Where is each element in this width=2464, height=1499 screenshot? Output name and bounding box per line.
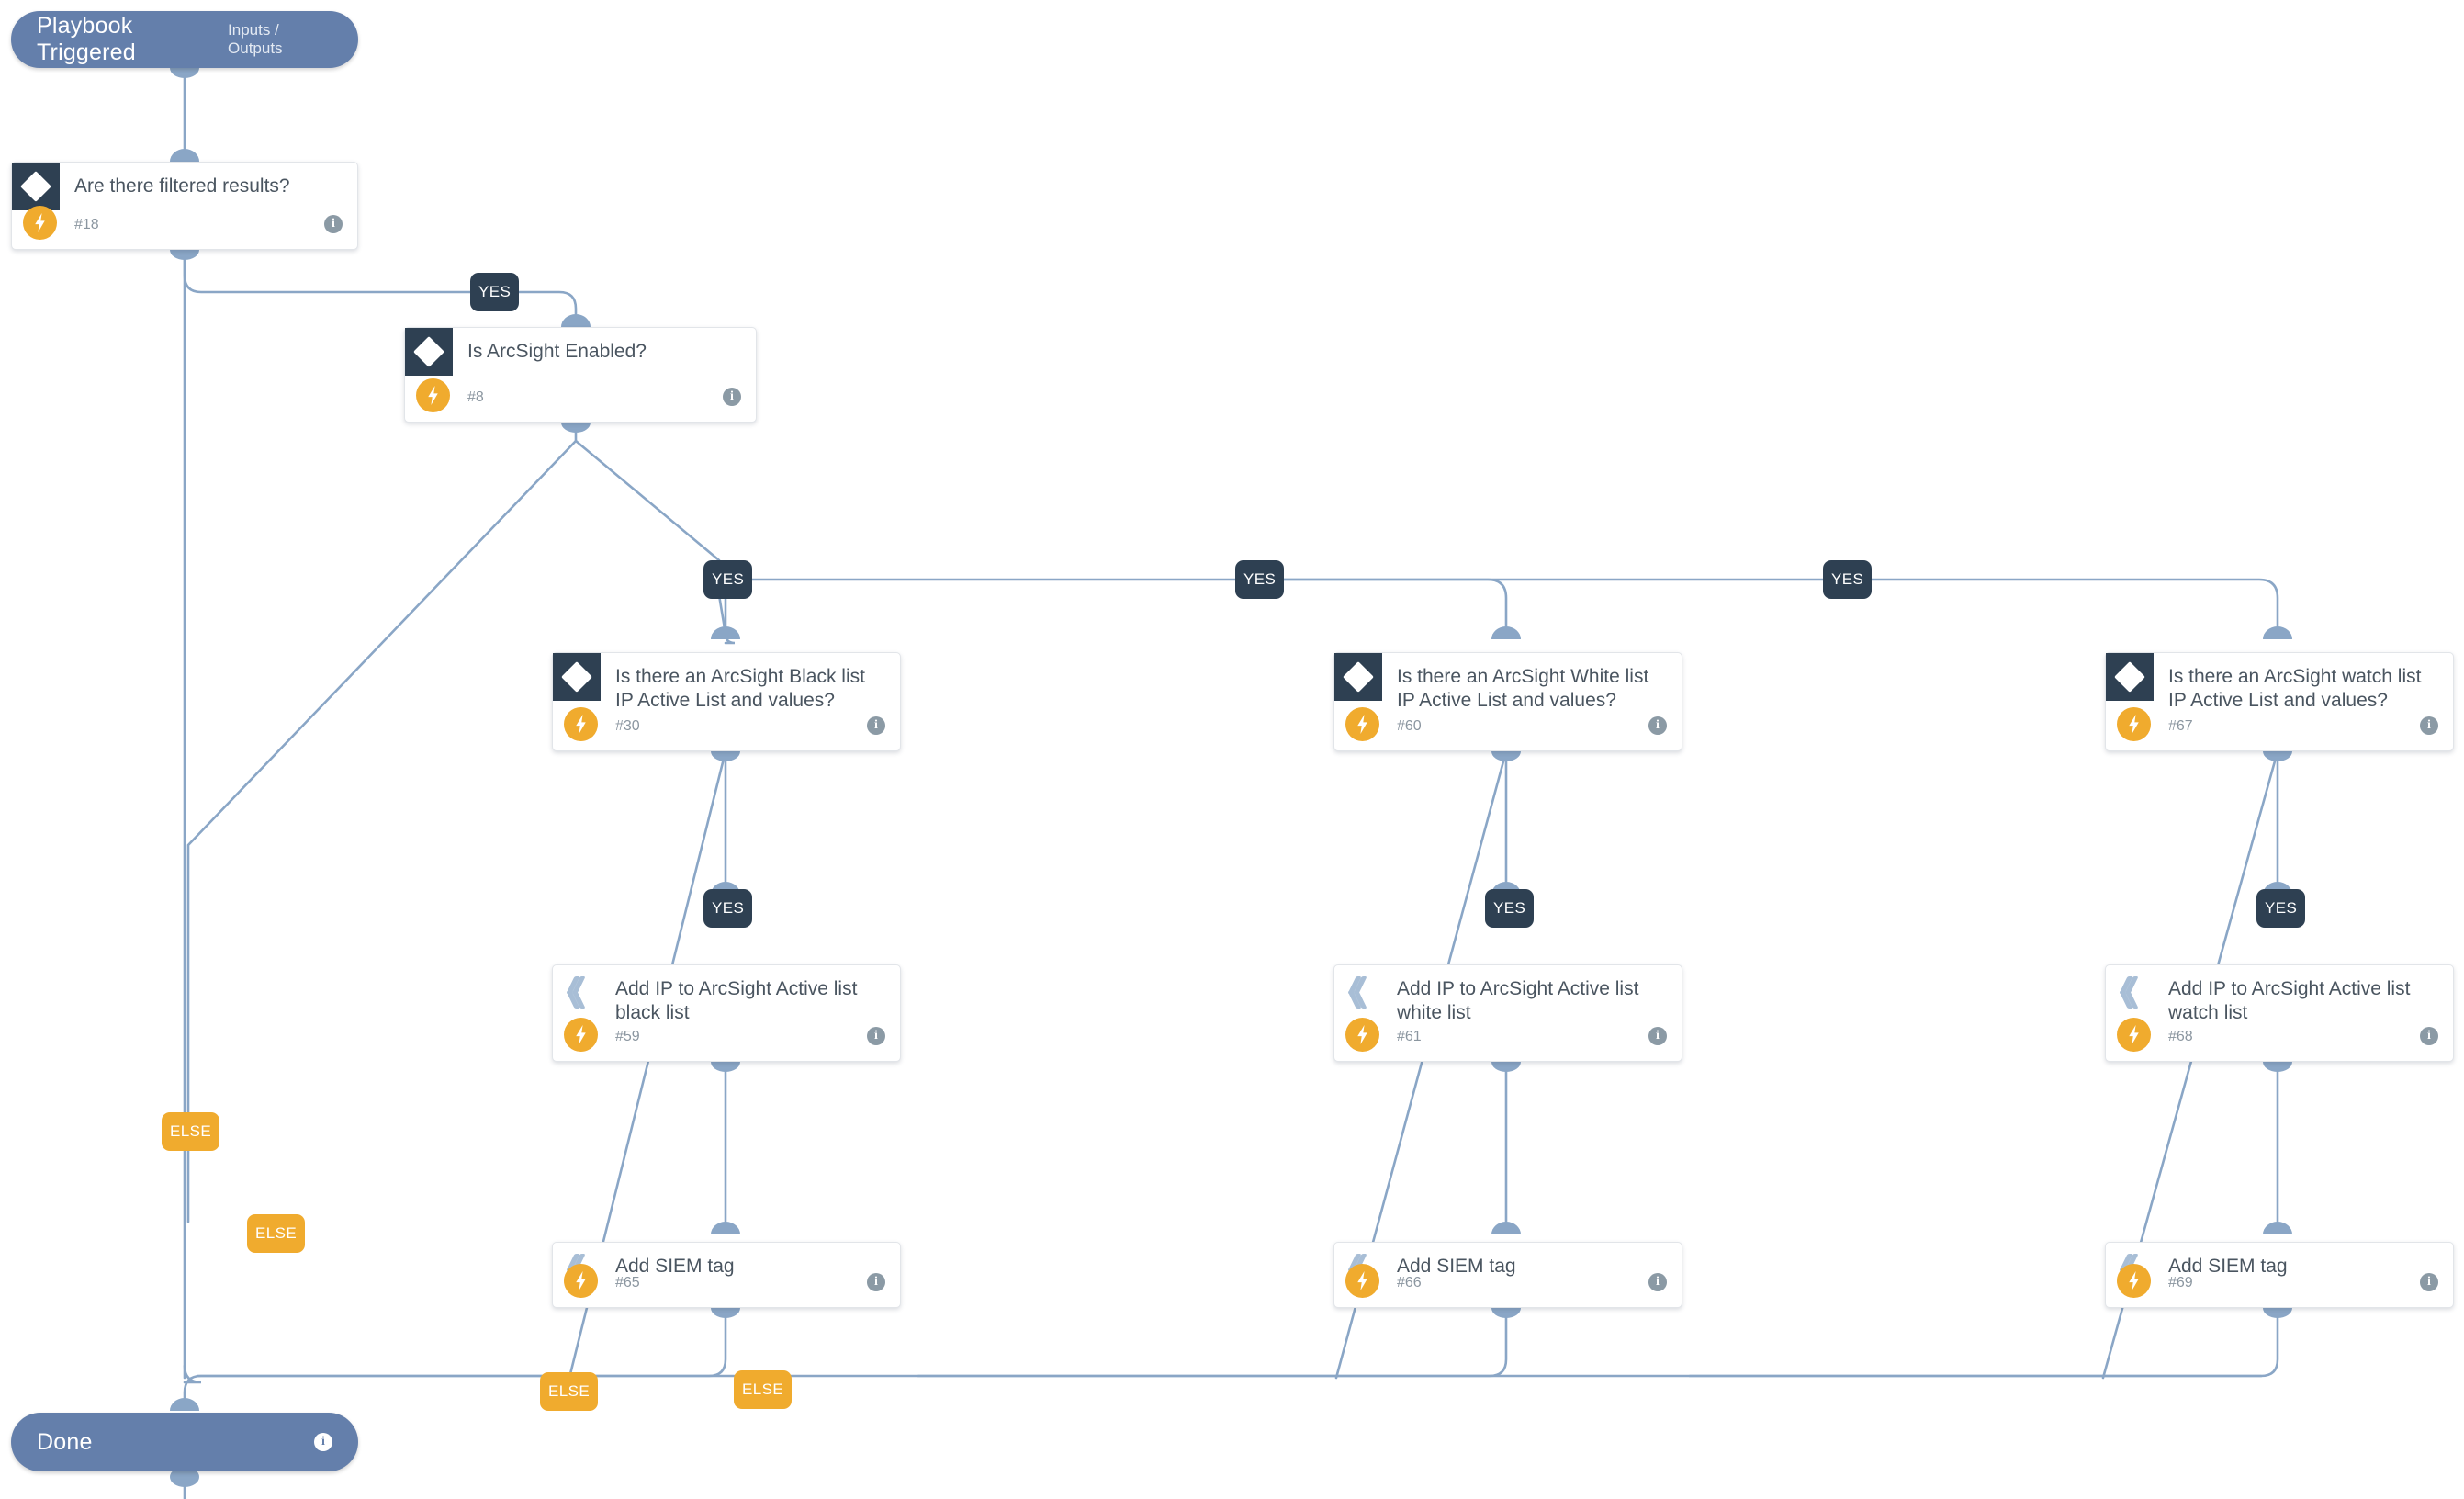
node-number: #68 [2168, 1029, 2193, 1044]
branch-label-yes-67[interactable]: YES [2256, 889, 2306, 928]
node-add-siem-tag-white[interactable]: Add SIEM tag #66 i [1333, 1242, 1682, 1308]
info-icon[interactable]: i [723, 388, 741, 406]
branch-label-yes-8-watch[interactable]: YES [1823, 560, 1873, 599]
node-arcsight-black-list-check[interactable]: Is there an ArcSight Black list IP Activ… [552, 652, 901, 751]
node-number: #69 [2168, 1275, 2193, 1290]
node-number: #59 [615, 1029, 640, 1044]
info-icon[interactable]: i [867, 716, 885, 735]
chevron-right-icon [1334, 965, 1382, 1013]
automation-bolt-icon [1345, 1264, 1379, 1298]
node-arcsight-white-list-check[interactable]: Is there an ArcSight White list IP Activ… [1333, 652, 1682, 751]
inputs-outputs-link[interactable]: Inputs / Outputs [228, 21, 283, 57]
branch-label-else-8[interactable]: ELSE [247, 1214, 306, 1253]
node-title: Are there filtered results? [74, 175, 290, 197]
node-title: Is there an ArcSight watch list IP Activ… [2168, 666, 2422, 711]
diamond-icon [553, 653, 601, 701]
info-icon[interactable]: i [1648, 1027, 1667, 1045]
branch-label-yes-8[interactable]: YES [703, 560, 753, 599]
info-icon[interactable]: i [1648, 716, 1667, 735]
node-number: #61 [1397, 1029, 1422, 1044]
node-title: Is there an ArcSight White list IP Activ… [1397, 666, 1649, 711]
node-playbook-triggered[interactable]: Playbook Triggered Inputs / Outputs [11, 11, 358, 68]
playbook-triggered-label: Playbook Triggered [37, 13, 136, 65]
automation-bolt-icon [23, 206, 57, 240]
info-icon[interactable]: i [867, 1273, 885, 1291]
info-icon[interactable]: i [324, 215, 343, 233]
node-number: #18 [74, 217, 99, 232]
automation-bolt-icon [1345, 1018, 1379, 1052]
branch-label-else-30[interactable]: ELSE [540, 1372, 599, 1411]
diamond-icon [1334, 653, 1382, 701]
branch-label-else-18[interactable]: ELSE [162, 1112, 220, 1151]
node-title: Add IP to ArcSight Active list watch lis… [2168, 978, 2411, 1023]
branch-label-else-60[interactable]: ELSE [734, 1370, 793, 1409]
node-number: #67 [2168, 718, 2193, 734]
node-number: #60 [1397, 718, 1422, 734]
node-title: Add SIEM tag [615, 1256, 735, 1277]
done-label: Done [37, 1428, 93, 1455]
diamond-icon [405, 328, 453, 376]
info-icon[interactable]: i [867, 1027, 885, 1045]
node-number: #65 [615, 1275, 640, 1290]
node-add-ip-white-list[interactable]: Add IP to ArcSight Active list white lis… [1333, 964, 1682, 1062]
info-icon[interactable]: i [2420, 716, 2438, 735]
node-add-siem-tag-watch[interactable]: Add SIEM tag #69 i [2105, 1242, 2454, 1308]
automation-bolt-icon [1345, 707, 1379, 741]
branch-label-yes-8-white[interactable]: YES [1235, 560, 1285, 599]
info-icon[interactable]: i [2420, 1273, 2438, 1291]
automation-bolt-icon [2117, 1018, 2151, 1052]
chevron-right-icon [553, 965, 601, 1013]
automation-bolt-icon [564, 1264, 598, 1298]
node-title: Add IP to ArcSight Active list white lis… [1397, 978, 1639, 1023]
info-icon[interactable]: i [2420, 1027, 2438, 1045]
node-title: Add IP to ArcSight Active list black lis… [615, 978, 858, 1023]
node-number: #8 [467, 389, 484, 405]
automation-bolt-icon [564, 1018, 598, 1052]
node-title: Add SIEM tag [2168, 1256, 2288, 1277]
node-add-ip-watch-list[interactable]: Add IP to ArcSight Active list watch lis… [2105, 964, 2454, 1062]
info-icon[interactable]: i [1648, 1273, 1667, 1291]
branch-label-yes-60[interactable]: YES [1485, 889, 1535, 928]
automation-bolt-icon [2117, 707, 2151, 741]
automation-bolt-icon [2117, 1264, 2151, 1298]
node-title: Add SIEM tag [1397, 1256, 1516, 1277]
chevron-right-icon [2106, 965, 2154, 1013]
branch-label-yes-30[interactable]: YES [703, 889, 753, 928]
diamond-icon [2106, 653, 2154, 701]
info-icon[interactable]: i [314, 1433, 332, 1451]
branch-label-yes-18[interactable]: YES [470, 273, 520, 311]
node-add-siem-tag-black[interactable]: Add SIEM tag #65 i [552, 1242, 901, 1308]
node-is-arcsight-enabled[interactable]: Is ArcSight Enabled? #8 i [404, 327, 757, 423]
node-number: #66 [1397, 1275, 1422, 1290]
diamond-icon [12, 163, 60, 210]
node-add-ip-black-list[interactable]: Add IP to ArcSight Active list black lis… [552, 964, 901, 1062]
node-number: #30 [615, 718, 640, 734]
node-title: Is there an ArcSight Black list IP Activ… [615, 666, 865, 711]
node-title: Is ArcSight Enabled? [467, 341, 647, 362]
automation-bolt-icon [564, 707, 598, 741]
node-are-there-filtered-results[interactable]: Are there filtered results? #18 i [11, 162, 358, 250]
automation-bolt-icon [416, 378, 450, 412]
node-arcsight-watch-list-check[interactable]: Is there an ArcSight watch list IP Activ… [2105, 652, 2454, 751]
node-done[interactable]: Done i [11, 1413, 358, 1471]
